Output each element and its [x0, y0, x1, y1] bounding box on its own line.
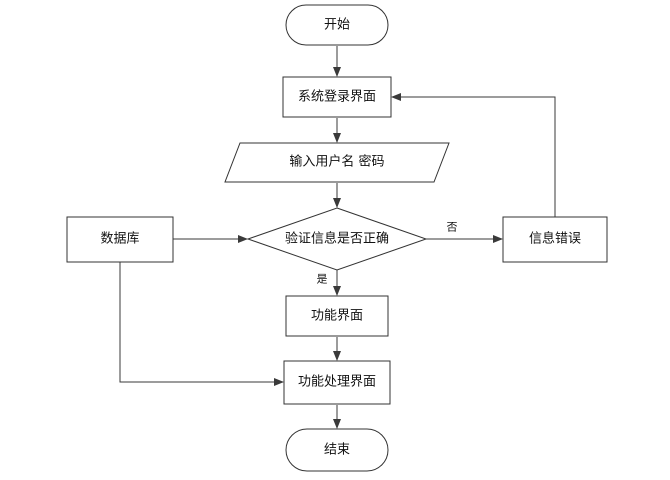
input-label: 输入用户名 密码 [289, 154, 384, 170]
function-process-box [285, 295, 389, 337]
function-label: 功能界面 [311, 309, 363, 324]
login-process-box [282, 76, 392, 118]
edge-label-no: 否 [447, 221, 458, 234]
input-parallelogram [224, 142, 450, 183]
node-process: 功能处理界面 [283, 360, 391, 405]
node-function: 功能界面 [285, 295, 389, 337]
node-input: 输入用户名 密码 [224, 142, 450, 183]
database-label: 数据库 [100, 231, 139, 247]
node-verify: 验证信息是否正确 [246, 207, 428, 271]
process-label: 功能处理界面 [298, 375, 376, 390]
end-terminator-shape [285, 428, 389, 472]
error-box [502, 216, 608, 263]
verify-label: 验证信息是否正确 [285, 231, 389, 247]
node-login: 系统登录界面 [282, 76, 392, 118]
edge-error-to-login [391, 93, 556, 217]
edge-label-yes: 是 [317, 273, 328, 286]
login-label: 系统登录界面 [298, 90, 376, 105]
node-end: 结束 [285, 428, 389, 472]
verify-decision-diamond [246, 207, 428, 271]
end-label: 结束 [324, 443, 350, 458]
start-label: 开始 [324, 18, 350, 33]
node-database: 数据库 [66, 216, 174, 263]
node-error: 信息错误 [502, 216, 608, 263]
node-start: 开始 [285, 4, 389, 46]
start-terminator-shape [285, 4, 389, 46]
error-label: 信息错误 [529, 231, 581, 247]
process-box [283, 360, 391, 405]
database-box [66, 216, 174, 263]
edge-database-to-process [119, 262, 284, 386]
edges [119, 46, 556, 429]
